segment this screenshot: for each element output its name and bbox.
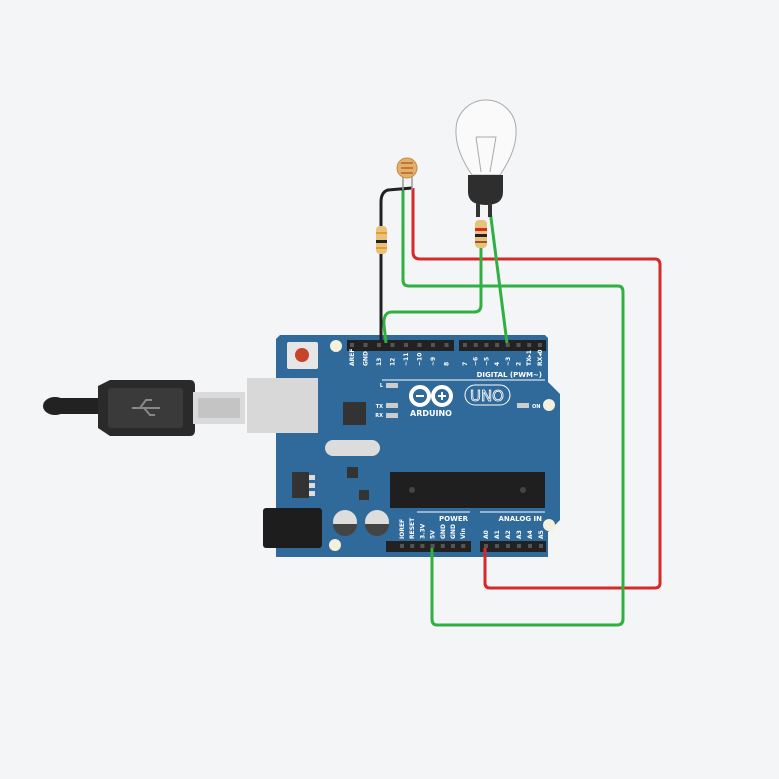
wire-green-gnd[interactable] xyxy=(382,248,483,344)
header-pin[interactable] xyxy=(505,343,510,347)
led-tx-label: TX xyxy=(376,404,383,410)
power-label: POWER xyxy=(439,515,469,523)
header-pin[interactable] xyxy=(527,343,532,347)
header-pin[interactable] xyxy=(539,544,543,548)
arduino-logo-icon xyxy=(409,385,453,407)
header-pin[interactable] xyxy=(431,343,435,347)
analog-label: ANALOG IN xyxy=(498,515,542,523)
pin-label: 2 xyxy=(516,362,523,366)
header-pin[interactable] xyxy=(537,343,542,347)
analog-header[interactable] xyxy=(480,541,546,552)
header-pin[interactable] xyxy=(506,544,510,548)
header-pin[interactable] xyxy=(350,343,354,347)
digital-header-left[interactable] xyxy=(347,340,454,351)
pin-label: A1 xyxy=(494,530,501,539)
pin-label: 13 xyxy=(376,358,383,366)
header-pin[interactable] xyxy=(417,343,422,347)
header-pin[interactable] xyxy=(444,343,449,347)
digital-label: DIGITAL (PWM~) xyxy=(477,371,542,379)
header-pin[interactable] xyxy=(400,544,404,548)
header-pin[interactable] xyxy=(473,343,478,347)
light-bulb[interactable] xyxy=(455,99,517,217)
pin-label: Vin xyxy=(460,528,467,539)
resistor-ldr[interactable] xyxy=(376,226,387,254)
header-pin[interactable] xyxy=(495,343,500,347)
pin-label: TX▸1 xyxy=(526,350,533,366)
pin-label: A0 xyxy=(483,530,490,539)
pin-label: ~3 xyxy=(505,357,512,366)
pin-label: ~10 xyxy=(417,353,424,366)
power-jack xyxy=(263,508,322,548)
pin-label: 4 xyxy=(494,362,501,366)
header-pin[interactable] xyxy=(528,544,532,548)
resistor-lamp[interactable] xyxy=(475,220,487,248)
pin-label: GND xyxy=(450,524,457,539)
brand-label: ARDUINO xyxy=(410,409,452,418)
pin-label: RESET xyxy=(409,517,416,539)
pin-label: A5 xyxy=(538,530,545,539)
pin-label: A2 xyxy=(505,530,512,539)
header-pin[interactable] xyxy=(484,544,488,548)
usb-cable[interactable] xyxy=(43,380,245,436)
crystal xyxy=(325,440,380,456)
wire-black-resistor[interactable] xyxy=(379,186,413,340)
wire-red-a0[interactable] xyxy=(411,188,662,590)
header-pin[interactable] xyxy=(363,343,368,347)
header-pin[interactable] xyxy=(484,343,489,347)
pin-label: GND xyxy=(440,524,447,539)
wire-green-5v[interactable] xyxy=(401,188,625,627)
header-pin[interactable] xyxy=(420,544,425,548)
pin-label: GND xyxy=(363,351,370,366)
pin-label: 12 xyxy=(390,358,397,366)
pin-label: ~5 xyxy=(483,357,490,366)
usb-symbol-icon xyxy=(132,399,160,416)
on-led-label: ON xyxy=(532,404,540,410)
pin-label: 8 xyxy=(444,362,451,366)
pin-label: A4 xyxy=(527,530,534,539)
header-pin[interactable] xyxy=(410,544,415,548)
header-pin[interactable] xyxy=(430,544,435,548)
model-label: UNO xyxy=(470,387,504,405)
header-pin[interactable] xyxy=(404,343,408,347)
header-pin[interactable] xyxy=(377,343,381,347)
wire-green-pin3[interactable] xyxy=(488,209,509,344)
pin-label: 7 xyxy=(462,362,469,366)
photoresistor[interactable] xyxy=(396,157,418,190)
header-pin[interactable] xyxy=(516,343,521,347)
header-pin[interactable] xyxy=(463,343,467,347)
pin-label: ~11 xyxy=(403,353,410,366)
digital-header-right[interactable] xyxy=(459,340,546,351)
led-l-label: L xyxy=(380,383,384,389)
pin-label: 3.3V xyxy=(419,523,426,539)
microcontroller-chip xyxy=(390,472,545,508)
pin-label: IOREF xyxy=(399,519,406,539)
header-pin[interactable] xyxy=(517,544,521,548)
header-pin[interactable] xyxy=(461,544,466,548)
pin-label: RX◂0 xyxy=(537,350,544,366)
power-header[interactable] xyxy=(386,541,471,552)
led-rx-label: RX xyxy=(375,413,383,419)
usb-port xyxy=(247,378,318,433)
pin-label: AREF xyxy=(349,349,356,366)
pin-label: 5V xyxy=(430,530,437,539)
pin-label: A3 xyxy=(516,530,523,539)
header-pin[interactable] xyxy=(440,544,445,548)
header-pin[interactable] xyxy=(451,544,455,548)
header-pin[interactable] xyxy=(495,544,499,548)
pin-label: ~6 xyxy=(473,357,480,366)
pin-label: ~9 xyxy=(430,357,437,366)
header-pin[interactable] xyxy=(390,343,395,347)
